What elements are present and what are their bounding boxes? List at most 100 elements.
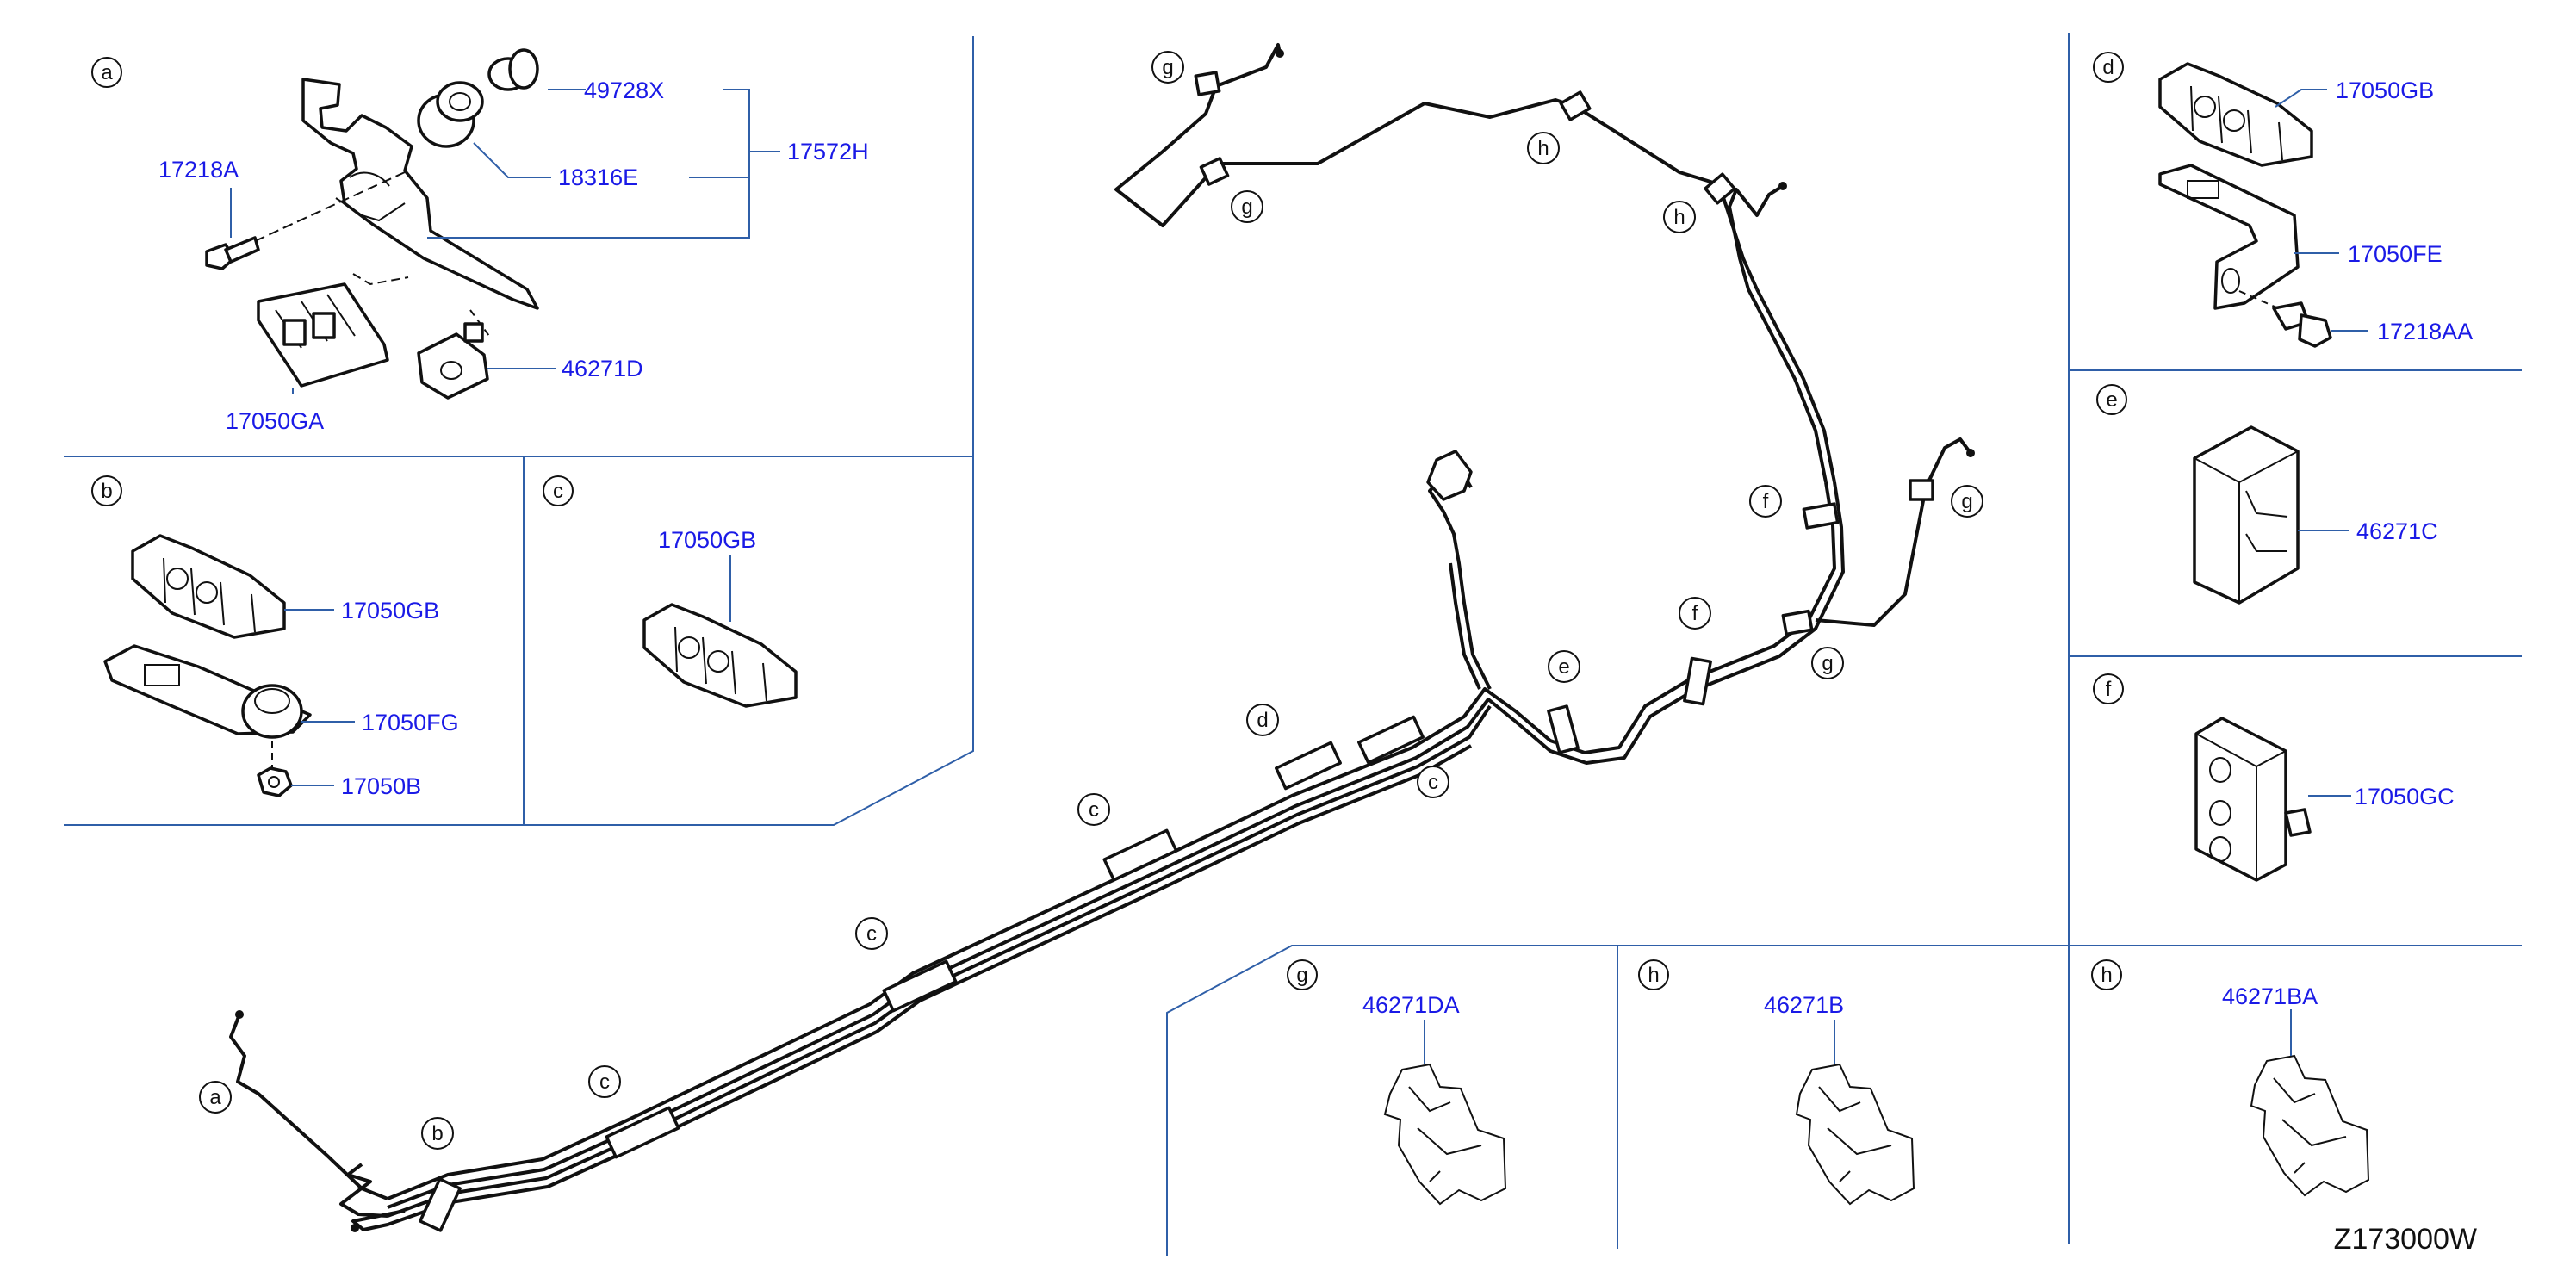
- detail-label-e: e: [2096, 384, 2127, 415]
- svg-text:c: c: [553, 480, 563, 503]
- panel-g: g 46271DA: [1287, 959, 1507, 1206]
- part-label-46271ba[interactable]: 46271BA: [2222, 983, 2318, 1009]
- svg-text:c: c: [599, 1070, 610, 1094]
- clip-46271c: [2193, 425, 2300, 605]
- part-label-17050gb-d[interactable]: 17050GB: [2336, 78, 2434, 103]
- panel-borders: [64, 33, 2522, 1256]
- part-label-17572h[interactable]: 17572H: [787, 139, 869, 164]
- bolt-17218aa: [2272, 301, 2332, 348]
- part-label-46271d[interactable]: 46271D: [562, 356, 643, 382]
- brake-tube-assembly: g g h h f g f g: [199, 43, 1983, 1232]
- panel-e: e 46271C: [2096, 384, 2438, 605]
- detail-label-b: b: [91, 475, 122, 506]
- panel-h-1: h 46271B: [1638, 959, 1915, 1206]
- part-label-49728x[interactable]: 49728X: [584, 78, 664, 103]
- part-label-17050ga[interactable]: 17050GA: [226, 408, 324, 434]
- panel-c: c 17050GB: [543, 475, 798, 708]
- part-label-46271da[interactable]: 46271DA: [1362, 992, 1460, 1018]
- svg-text:c: c: [1089, 798, 1099, 822]
- svg-text:f: f: [2106, 678, 2112, 701]
- bracket-17050fg: [103, 644, 312, 739]
- part-label-17218aa[interactable]: 17218AA: [2377, 319, 2473, 344]
- nut-17050b: [257, 766, 293, 797]
- callout-g-1: g: [1151, 51, 1184, 84]
- bolt-17218a: [205, 236, 260, 270]
- svg-text:g: g: [1241, 195, 1252, 219]
- callout-h-2: h: [1663, 201, 1696, 233]
- grommet-49728x: [487, 48, 539, 91]
- part-label-17050gb-c[interactable]: 17050GB: [658, 527, 756, 553]
- panel-f: f 17050GC: [2093, 673, 2455, 882]
- svg-text:g: g: [1961, 490, 1972, 513]
- detail-label-f: f: [2093, 673, 2124, 704]
- part-label-17050fe[interactable]: 17050FE: [2348, 241, 2443, 267]
- bracket-17050fe: [2158, 164, 2300, 310]
- part-label-17050gc[interactable]: 17050GC: [2355, 784, 2455, 810]
- detail-label-g: g: [1287, 959, 1318, 990]
- svg-text:d: d: [1257, 709, 1268, 732]
- svg-text:b: b: [101, 480, 112, 503]
- clip-46271d: [417, 322, 489, 400]
- panel-b: b 17050GB 17050FG 17050B: [91, 475, 459, 799]
- callout-c-2: c: [1077, 793, 1110, 826]
- callout-c-4: c: [588, 1065, 621, 1098]
- clip-46271b: [1795, 1063, 1915, 1206]
- svg-text:f: f: [1692, 602, 1698, 625]
- detail-label-d: d: [2093, 52, 2124, 83]
- clip-17050gb-c: [642, 603, 798, 708]
- callout-b: b: [421, 1117, 454, 1150]
- svg-text:g: g: [1822, 652, 1833, 675]
- svg-text:g: g: [1162, 56, 1173, 79]
- part-label-17050gb-b[interactable]: 17050GB: [341, 598, 439, 623]
- detail-label-h-2: h: [2091, 959, 2122, 990]
- svg-text:a: a: [209, 1086, 221, 1109]
- svg-text:e: e: [2106, 388, 2117, 412]
- part-label-17050b[interactable]: 17050B: [341, 773, 421, 799]
- detail-label-a: a: [91, 57, 122, 88]
- callout-d: d: [1246, 704, 1279, 736]
- callout-g-3: g: [1951, 485, 1983, 518]
- detail-label-c: c: [543, 475, 574, 506]
- svg-text:c: c: [1428, 771, 1438, 794]
- clip-17050ga: [257, 282, 389, 388]
- clip-46271da: [1383, 1063, 1507, 1206]
- svg-text:h: h: [2101, 964, 2112, 987]
- collar-18316e: [417, 81, 484, 148]
- panel-h-2: h 46271BA: [2091, 959, 2370, 1197]
- callout-g-2: g: [1231, 190, 1263, 223]
- diagram-code: Z173000W: [2334, 1223, 2477, 1256]
- svg-text:b: b: [431, 1122, 443, 1145]
- connector-fitting: [1426, 450, 1473, 501]
- svg-text:g: g: [1296, 964, 1307, 987]
- svg-text:h: h: [1673, 206, 1685, 229]
- part-label-46271b[interactable]: 46271B: [1764, 992, 1844, 1018]
- part-label-17050fg[interactable]: 17050FG: [362, 710, 459, 735]
- part-label-46271c[interactable]: 46271C: [2356, 518, 2438, 544]
- part-label-17218a[interactable]: 17218A: [158, 157, 239, 183]
- callout-f-2: f: [1679, 597, 1711, 630]
- svg-text:h: h: [1648, 964, 1659, 987]
- svg-text:c: c: [866, 922, 877, 946]
- svg-text:f: f: [1763, 490, 1769, 513]
- svg-text:e: e: [1558, 655, 1569, 679]
- panel-a: a: [91, 48, 869, 434]
- clip-17050gb-d: [2158, 62, 2313, 167]
- svg-text:d: d: [2102, 56, 2114, 79]
- callout-g-4: g: [1811, 647, 1844, 679]
- panel-d: d 17050GB 17050FE 17218AA: [2093, 52, 2473, 348]
- callout-c-3: c: [855, 917, 888, 950]
- part-label-18316e[interactable]: 18316E: [558, 164, 638, 190]
- bracket-17572h: [301, 78, 539, 310]
- clip-17050gb-b: [131, 534, 286, 639]
- clip-46271ba: [2250, 1054, 2370, 1197]
- callout-f-1: f: [1749, 485, 1782, 518]
- callout-a: a: [199, 1081, 232, 1114]
- callout-h-1: h: [1527, 132, 1560, 164]
- detail-label-h-1: h: [1638, 959, 1669, 990]
- tube-clips: [419, 71, 1934, 1232]
- callout-c-1: c: [1417, 766, 1449, 798]
- svg-text:a: a: [101, 61, 113, 84]
- callout-e: e: [1548, 650, 1580, 683]
- svg-text:h: h: [1537, 137, 1549, 160]
